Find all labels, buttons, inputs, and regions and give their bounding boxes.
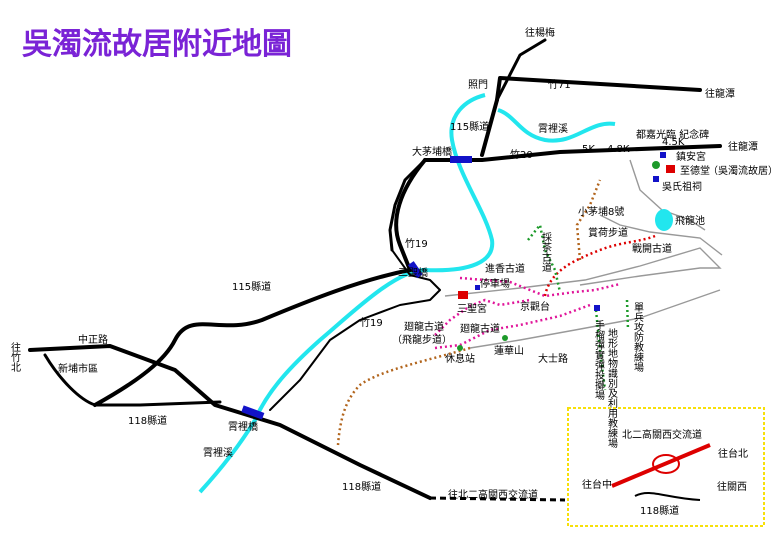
inset-title: 北二高關西交流道	[622, 428, 702, 441]
label-lianhua-mountain: 蓮華山	[494, 344, 524, 357]
label-wu-house: （吳濁流故居）	[708, 164, 772, 177]
label-county115-top: 115縣道	[450, 120, 489, 133]
xiaoli-creek	[198, 93, 495, 494]
label-county115-mid: 115縣道	[232, 280, 271, 293]
label-tuilong-trail: 廻龍古道	[404, 320, 444, 333]
label-jianren-trail: 賞荷步道	[588, 226, 628, 239]
road-118-northwest	[388, 158, 427, 252]
label-zhongzheng-road: 中正路	[78, 333, 108, 346]
lianhua-trail-path	[336, 346, 471, 446]
terrain-contour	[469, 289, 721, 349]
sansheng-temple-marker	[458, 291, 468, 299]
label-xiaoli-creek-top: 霄裡溪	[538, 122, 568, 135]
inset-to-taibei: 往台北	[718, 447, 748, 460]
terrain-contour	[444, 247, 722, 297]
zhenan-temple-marker	[660, 152, 666, 158]
label-caicha-trail: 採茶古道	[540, 231, 552, 272]
label-parking: 停車場	[480, 277, 510, 290]
inset-interchange-circle	[652, 454, 680, 474]
label-zhu20: 竹20	[510, 148, 533, 161]
inset-county118-road	[634, 492, 701, 501]
label-xiaoli-creek-bottom: 霄裡溪	[203, 446, 233, 459]
parking-marker	[475, 285, 480, 290]
label-zhu19-top: 竹19	[405, 237, 428, 250]
road-118-west	[43, 353, 222, 407]
label-to-zhubei: 往竹北	[9, 341, 21, 372]
bomb-range-marker	[594, 305, 600, 311]
label-terrain-field: 地形地物識別及利用教練場	[606, 327, 618, 449]
label-jingtiantai: 京觀台	[520, 300, 550, 313]
label-wu-ancestral: 吳氏祖祠	[662, 180, 702, 193]
sansheng-bridge	[407, 261, 423, 279]
label-huilong-trail: 廻龍古道	[460, 322, 500, 335]
road-115-north	[480, 98, 499, 157]
label-feilong-pond: 飛龍池	[675, 214, 705, 227]
damaopu-bridge	[450, 156, 472, 163]
label-to-longtan-mid: 往龍潭	[728, 140, 758, 153]
label-jinxiang-trail: 進香古道	[485, 262, 525, 275]
label-xiaomaopu8: 小茅埔8號	[578, 205, 624, 218]
label-xiaoli-bridge: 霄裡橋	[228, 420, 258, 433]
label-damaopu-bridge: 大茅埔橋	[412, 145, 452, 158]
highway-approach-dashed	[429, 496, 566, 502]
map-title: 吳濁流故居附近地圖	[22, 27, 292, 62]
label-km5: 5K	[582, 144, 595, 155]
xiaoli-creek-branch	[497, 108, 616, 143]
label-zhenan-temple: 鎮安宮	[676, 150, 706, 163]
terrain-trail-path	[594, 309, 607, 391]
inset-to-taizhong: 往台中	[582, 478, 612, 491]
inset-to-guanxi: 往關西	[717, 480, 747, 493]
label-zhaomen: 照門	[468, 79, 488, 91]
label-xinpu-district: 新埔市區	[58, 362, 98, 375]
road-to-yangmei	[495, 38, 547, 102]
wu-ancestral-marker	[653, 176, 659, 182]
feilong-pond	[655, 209, 673, 231]
inset-highway	[611, 443, 711, 488]
label-to-longtan-top: 往龍潭	[705, 87, 735, 100]
xiaomaopu-trail-path	[575, 179, 602, 261]
zhanzhao-trail-path	[543, 234, 656, 297]
inset-county118: 118縣道	[640, 504, 679, 517]
zhide-hall-marker	[666, 165, 675, 173]
label-county118: 118縣道	[128, 414, 167, 427]
label-soldier-defense: 單兵攻防教練場	[632, 302, 644, 373]
label-dashi-road: 大士路	[538, 352, 568, 365]
label-zhide-hall: 至德堂	[680, 164, 710, 177]
huilong-trail-path	[434, 303, 591, 350]
label-zhu71: 竹71	[548, 78, 571, 91]
lianhua-marker	[502, 335, 508, 341]
soldier-trail-path	[625, 299, 630, 331]
label-km45: 4.5K	[662, 137, 685, 148]
label-dumaoqiao: 都嘉光臨 紀念碑	[636, 128, 709, 141]
label-to-yangmei: 往楊梅	[525, 26, 555, 39]
label-county118-bottom: 118縣道	[342, 480, 381, 493]
label-handmade-bomb: 手榴彈實彈投擲場	[593, 319, 605, 401]
jinxiang-trail-path	[459, 276, 621, 298]
label-zhu19-mid: 竹19	[360, 316, 383, 329]
inset-box	[567, 407, 765, 527]
road-115-county	[93, 158, 427, 407]
label-feilong-trail: （飛龍步道）	[392, 333, 452, 346]
xiaoli-bridge	[241, 405, 265, 420]
terrain-contour	[599, 214, 723, 256]
label-sansheng-temple: 三聖宮	[457, 302, 487, 315]
road-zhu71	[495, 76, 702, 102]
label-zhanzhao-trail: 戰開古道	[632, 242, 672, 255]
label-km48: 4.8K	[607, 144, 630, 155]
label-dumaoqiao-text: 都嘉光臨 紀念碑	[636, 128, 709, 141]
road-zhu19	[269, 249, 441, 411]
dumaoqiao-marker	[652, 161, 660, 169]
label-rest-station: 休息站	[445, 352, 475, 365]
rest-station-marker	[457, 345, 463, 351]
road-zhongzheng	[28, 344, 432, 500]
label-sansheng-bridge: 三聖橋	[398, 266, 428, 279]
label-to-second-highway: 往北二高關西交流道	[448, 488, 538, 501]
